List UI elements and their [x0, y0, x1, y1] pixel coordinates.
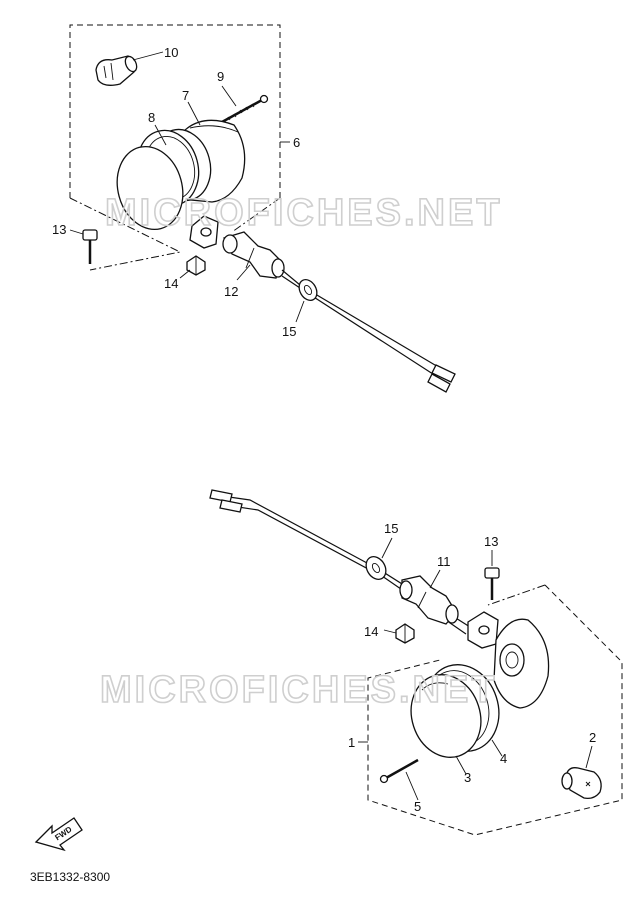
housing-lower	[493, 618, 550, 709]
callout-6: 6	[293, 135, 300, 150]
lens-part-3	[410, 674, 482, 758]
callout-3: 3	[464, 770, 471, 785]
socket-part-12	[222, 231, 285, 279]
bolt-part-13-upper	[82, 229, 98, 264]
callout-1: 1	[348, 735, 355, 750]
upper-flasher-assembly	[69, 24, 456, 393]
callout-14-lower: 14	[364, 624, 378, 639]
lens-upper	[116, 145, 184, 231]
callout-14-upper: 14	[164, 276, 178, 291]
callout-12: 12	[224, 284, 238, 299]
callout-8: 8	[148, 110, 155, 125]
callout-9: 9	[217, 69, 224, 84]
callout-5: 5	[414, 799, 421, 814]
screw-part-5	[379, 758, 419, 784]
callout-13-lower: 13	[484, 534, 498, 549]
grommet-part-15-upper	[298, 279, 318, 301]
callout-11: 11	[437, 554, 451, 569]
callout-7: 7	[182, 88, 189, 103]
watermark-lower: MICROFICHES.NET	[100, 669, 498, 711]
callout-13-upper: 13	[52, 222, 66, 237]
socket-part-11	[399, 575, 459, 625]
lower-assembly-boundary	[367, 584, 623, 836]
nut-part-14-lower	[395, 623, 415, 644]
callout-2: 2	[589, 730, 596, 745]
upper-assembly-boundary-lower	[69, 197, 182, 271]
screw-part-9	[221, 94, 269, 124]
callout-4: 4	[500, 751, 507, 766]
bolt-part-13-lower	[484, 567, 500, 600]
fwd-arrow-icon: FWD	[34, 817, 83, 852]
callout-15-upper: 15	[282, 324, 296, 339]
watermark-upper: MICROFICHES.NET	[105, 192, 503, 234]
grommet-part-15-lower	[365, 556, 387, 580]
bulb-part-2	[561, 767, 602, 800]
callout-10: 10	[164, 45, 178, 60]
callout-15-lower: 15	[384, 521, 398, 536]
diagram-code: 3EB1332-8300	[30, 870, 110, 884]
nut-part-14-upper	[186, 255, 206, 276]
lower-flasher-assembly	[209, 489, 623, 836]
bulb-part-10	[95, 55, 138, 86]
